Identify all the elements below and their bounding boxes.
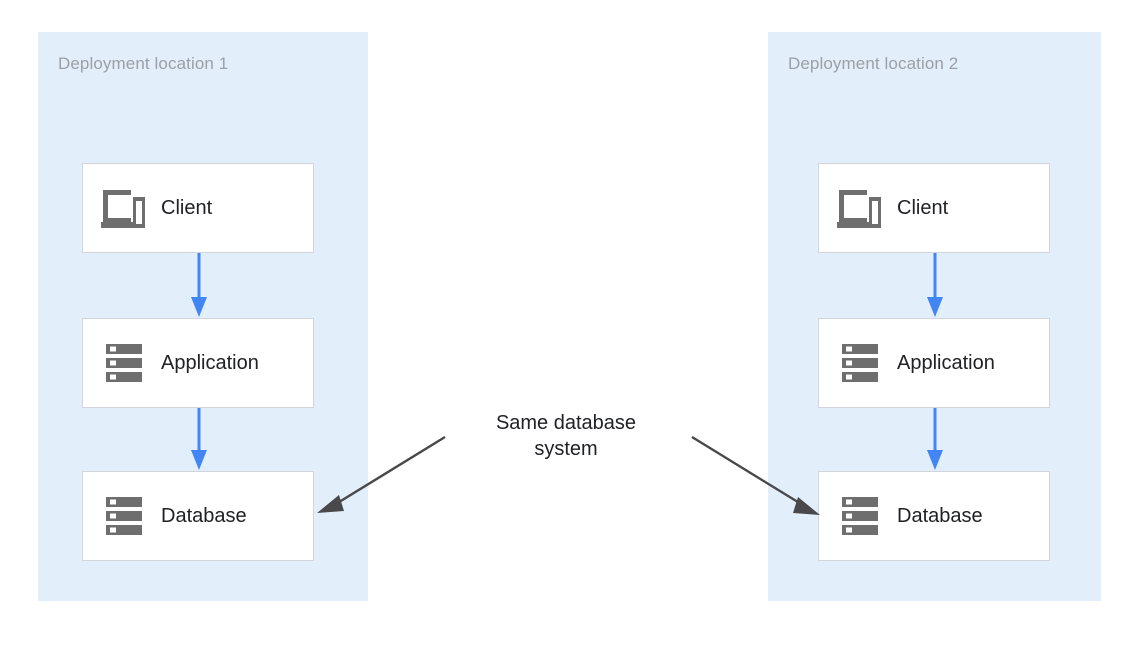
server-stack-icon [842, 497, 878, 535]
zone-2-label: Deployment location 2 [788, 54, 959, 73]
node-database-2-label: Database [897, 504, 983, 527]
node-client-1-label: Client [161, 196, 213, 219]
node-database-1-label: Database [161, 504, 247, 527]
annotation-line-1: Same database [495, 412, 637, 434]
server-stack-icon [842, 344, 878, 382]
node-application-2-label: Application [897, 351, 995, 374]
node-application-1-label: Application [161, 351, 259, 374]
annotation-line-2: system [534, 437, 598, 460]
zone-1-label: Deployment location 1 [58, 54, 229, 73]
server-stack-icon [106, 344, 142, 382]
server-stack-icon [106, 497, 142, 535]
node-application-2[interactable]: Application [818, 318, 1050, 408]
node-database-1[interactable]: Database [82, 471, 314, 561]
node-client-2-label: Client [897, 196, 949, 219]
node-application-1[interactable]: Application [82, 318, 314, 408]
node-client-1[interactable]: Client [82, 163, 314, 253]
devices-icon [837, 190, 881, 228]
node-client-2[interactable]: Client [818, 163, 1050, 253]
annotation-label: Same database system [446, 411, 686, 462]
devices-icon [101, 190, 145, 228]
node-database-2[interactable]: Database [818, 471, 1050, 561]
